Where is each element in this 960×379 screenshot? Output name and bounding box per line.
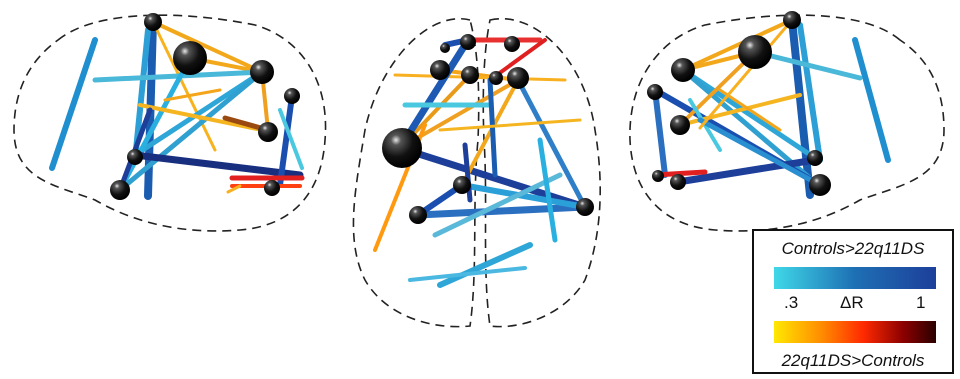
hot-colorbar (774, 321, 936, 343)
legend-patients-gt-controls-label: 22q11DS>Controls (781, 351, 925, 370)
left-brain-outline (13, 14, 327, 232)
axial-view (352, 17, 601, 328)
right-brain-outline (629, 14, 945, 232)
legend-controls-gt-patients-label: Controls>22q11DS (781, 239, 925, 258)
colorbar-delta-r-label: ΔR (840, 293, 864, 312)
left-lateral-view (13, 13, 327, 232)
right-view-edges (652, 16, 891, 199)
cool-colorbar (774, 267, 936, 289)
axial-view-nodes (382, 34, 594, 224)
color-legend: Controls>22q11DS .3 ΔR 1 22q11DS>Control… (752, 229, 954, 374)
right-lateral-view (629, 11, 945, 232)
colorbar-tick-high: 1 (916, 293, 926, 312)
colorbar-tick-low: .3 (784, 293, 799, 312)
left-view-nodes (110, 13, 300, 200)
axial-left-hemisphere-outline (352, 17, 480, 328)
right-view-nodes (647, 11, 831, 196)
axial-right-hemisphere-outline (482, 17, 601, 328)
